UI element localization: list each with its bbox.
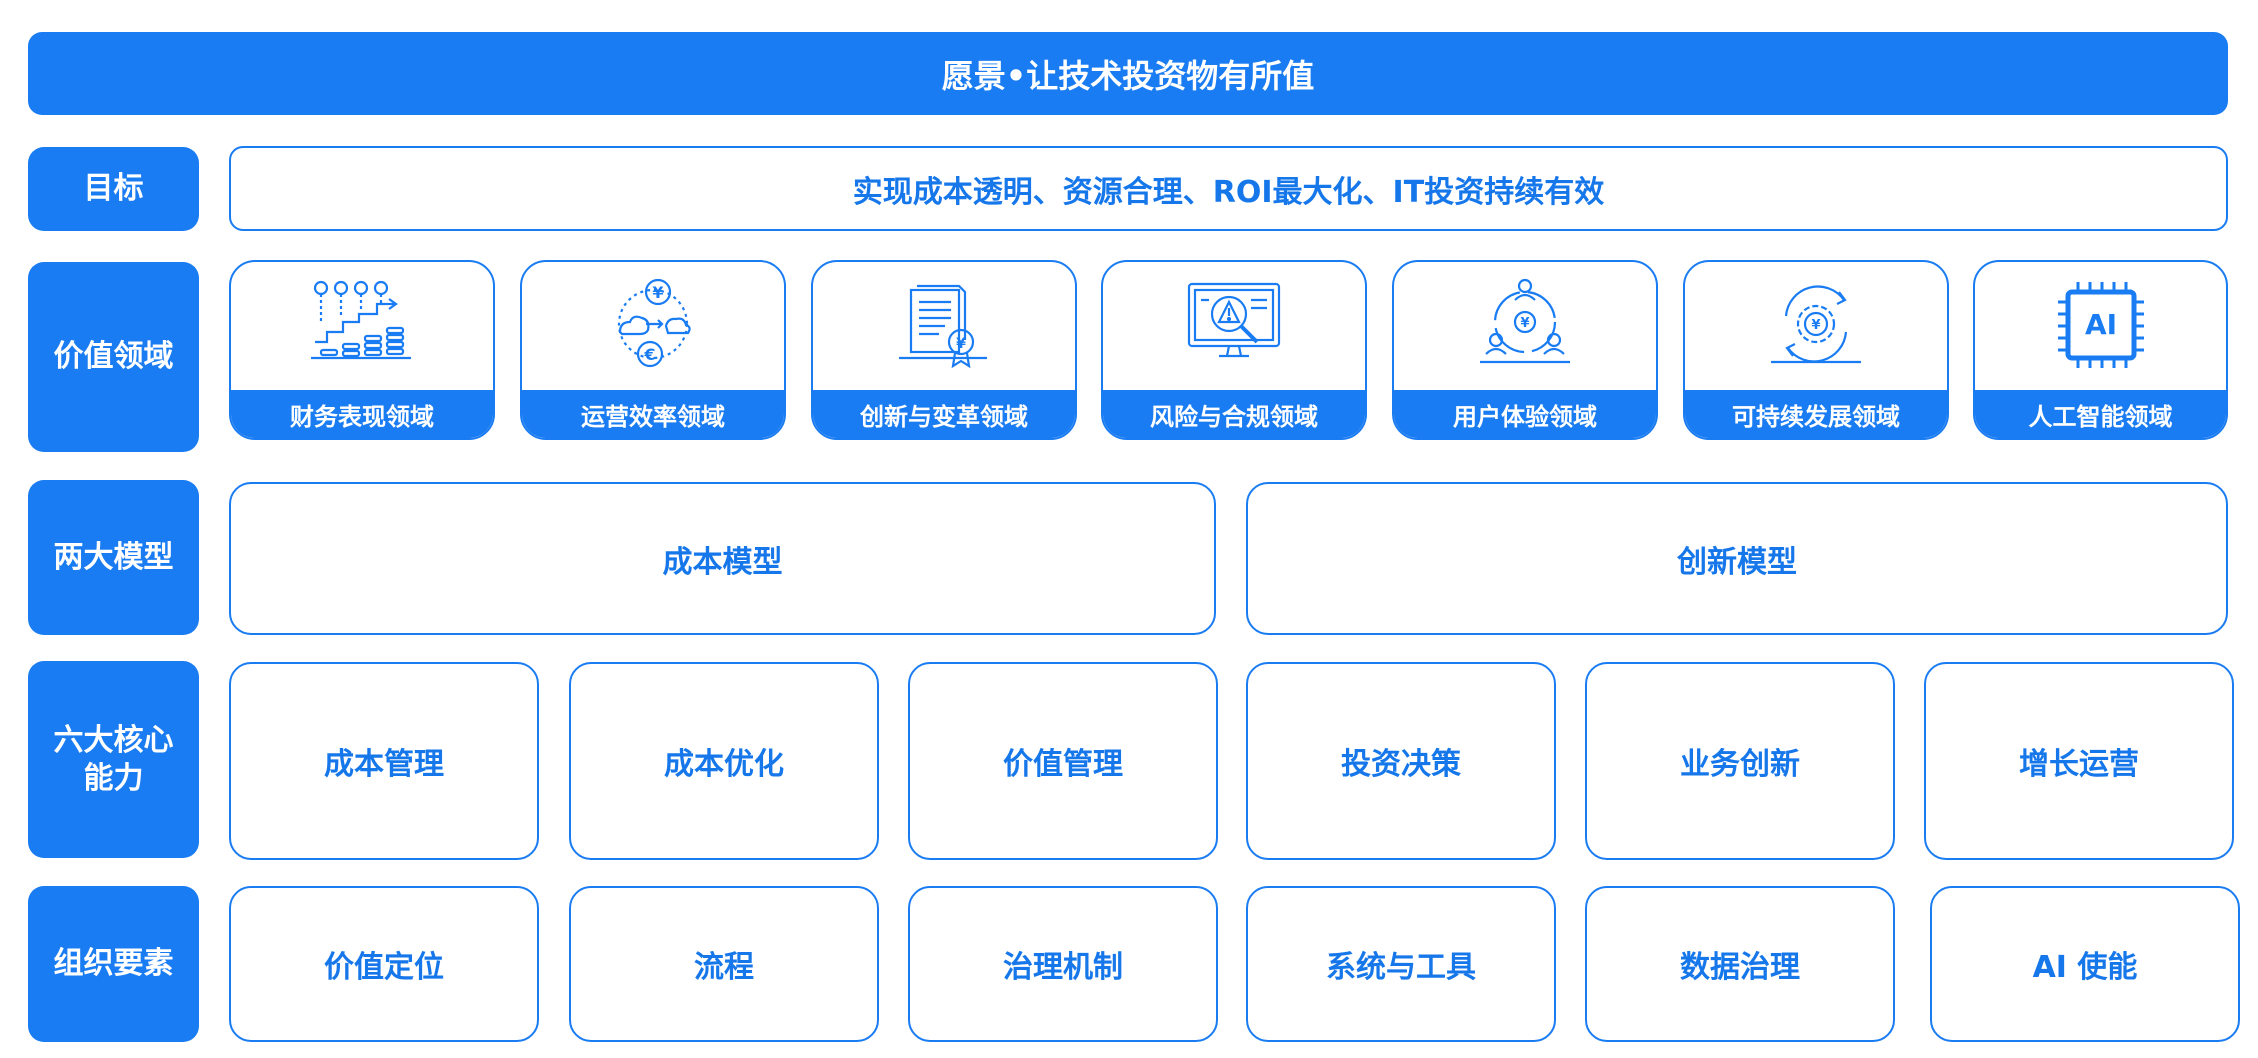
org-text-1: 价值定位 <box>324 950 444 985</box>
capability-text-1: 成本管理 <box>324 747 444 782</box>
domain-label-sustainability: 可持续发展领域 <box>1685 390 1947 438</box>
org-text-6: AI 使能 <box>2032 950 2138 985</box>
goal-box: 实现成本透明、资源合理、ROI最大化、IT投资持续有效 <box>229 146 2228 231</box>
capability-text-2: 成本优化 <box>664 747 784 782</box>
capability-text-5: 业务创新 <box>1680 747 1800 782</box>
org-box-5: 数据治理 <box>1585 886 1895 1042</box>
svg-text:¥: ¥ <box>1520 316 1529 331</box>
model-cost-text: 成本模型 <box>662 544 783 580</box>
row-label-org: 组织要素 <box>28 886 199 1042</box>
row-label-goal-text: 目标 <box>83 171 144 207</box>
row-label-models-text: 两大模型 <box>53 539 174 575</box>
model-cost-box: 成本模型 <box>229 482 1216 635</box>
org-text-4: 系统与工具 <box>1326 950 1476 985</box>
domain-card-ai: AI 人工智能领域 <box>1973 260 2228 440</box>
domain-label-user: 用户体验领域 <box>1394 390 1656 438</box>
ai-chip-text: AI <box>2084 308 2116 341</box>
svg-text:¥: ¥ <box>652 283 663 302</box>
capability-box-4: 投资决策 <box>1246 662 1556 860</box>
domain-card-innovation: ¥ 创新与变革领域 <box>811 260 1077 440</box>
svg-text:¥: ¥ <box>956 336 966 352</box>
domain-label-risk: 风险与合规领域 <box>1103 390 1365 438</box>
capability-box-5: 业务创新 <box>1585 662 1895 860</box>
svg-text:€: € <box>643 345 655 364</box>
monitor-warning-icon <box>1103 262 1365 390</box>
domain-label-innovation: 创新与变革领域 <box>813 390 1075 438</box>
org-box-2: 流程 <box>569 886 879 1042</box>
model-innovation-box: 创新模型 <box>1246 482 2228 635</box>
capability-text-4: 投资决策 <box>1341 747 1461 782</box>
model-innovation-text: 创新模型 <box>1677 544 1797 580</box>
row-label-domains: 价值领域 <box>28 262 199 452</box>
row-label-capabilities-text: 六大核心能力 <box>53 723 174 796</box>
row-label-capabilities: 六大核心能力 <box>28 661 199 858</box>
certificate-document-icon: ¥ <box>813 262 1075 390</box>
capability-box-2: 成本优化 <box>569 662 879 860</box>
vision-banner: 愿景•让技术投资物有所值 <box>28 32 2228 115</box>
capability-box-3: 价值管理 <box>908 662 1218 860</box>
user-cycle-icon: ¥ <box>1394 262 1656 390</box>
row-label-goal: 目标 <box>28 147 199 231</box>
org-box-4: 系统与工具 <box>1246 886 1556 1042</box>
org-text-5: 数据治理 <box>1680 950 1800 985</box>
ai-chip-icon: AI <box>1975 262 2226 390</box>
goal-text: 实现成本透明、资源合理、ROI最大化、IT投资持续有效 <box>852 174 1605 210</box>
row-label-org-text: 组织要素 <box>53 946 174 982</box>
domain-card-user: ¥ 用户体验领域 <box>1392 260 1658 440</box>
org-text-3: 治理机制 <box>1003 950 1123 985</box>
domain-card-sustainability: ¥ 可持续发展领域 <box>1683 260 1949 440</box>
domain-label-ai: 人工智能领域 <box>1975 390 2226 438</box>
finance-stairs-icon <box>231 262 493 390</box>
org-box-3: 治理机制 <box>908 886 1218 1042</box>
capability-text-6: 增长运营 <box>2019 747 2139 782</box>
domain-card-operations: ¥ € 运营效率领域 <box>520 260 786 440</box>
capability-text-3: 价值管理 <box>1003 747 1123 782</box>
currency-exchange-icon: ¥ € <box>522 262 784 390</box>
row-label-models: 两大模型 <box>28 480 199 635</box>
domain-label-operations: 运营效率领域 <box>522 390 784 438</box>
org-box-1: 价值定位 <box>229 886 539 1042</box>
org-box-6: AI 使能 <box>1930 886 2240 1042</box>
capability-box-6: 增长运营 <box>1924 662 2234 860</box>
gear-cycle-icon: ¥ <box>1685 262 1947 390</box>
org-text-2: 流程 <box>694 950 754 985</box>
svg-text:¥: ¥ <box>1811 318 1820 333</box>
capability-box-1: 成本管理 <box>229 662 539 860</box>
domain-card-finance: 财务表现领域 <box>229 260 495 440</box>
vision-text: 愿景•让技术投资物有所值 <box>941 56 1315 95</box>
domain-label-finance: 财务表现领域 <box>231 390 493 438</box>
row-label-domains-text: 价值领域 <box>53 339 174 375</box>
domain-card-risk: 风险与合规领域 <box>1101 260 1367 440</box>
